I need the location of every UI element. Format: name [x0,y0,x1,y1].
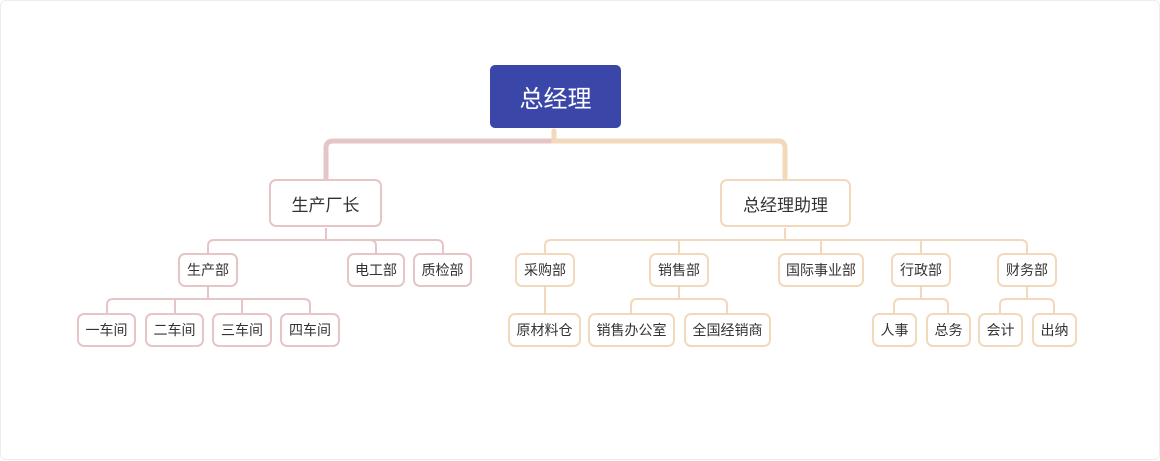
node-production-dept[interactable]: 生产部 [178,253,238,287]
node-production-director[interactable]: 生产厂长 [269,179,382,227]
node-hr[interactable]: 人事 [872,313,917,347]
connector-finance [999,286,1055,314]
connector-right-depts [544,228,1028,254]
node-gm-assistant[interactable]: 总经理助理 [720,179,851,227]
node-accounting[interactable]: 会计 [978,313,1023,347]
node-admin-dept[interactable]: 行政部 [891,253,951,287]
node-qc-dept[interactable]: 质检部 [413,253,472,287]
node-cashier[interactable]: 出纳 [1032,313,1077,347]
node-intl-dept[interactable]: 国际事业部 [778,253,864,287]
connector-workshops [106,286,311,314]
node-general-affairs[interactable]: 总务 [926,313,971,347]
node-sales-office[interactable]: 销售办公室 [588,313,675,347]
connector-root-left [323,128,557,183]
node-electrical-dept[interactable]: 电工部 [347,253,405,287]
node-workshop-4[interactable]: 四车间 [280,313,340,347]
node-national-dealers[interactable]: 全国经销商 [684,313,771,347]
node-workshop-3[interactable]: 三车间 [212,313,272,347]
node-purchasing-dept[interactable]: 采购部 [515,253,575,287]
node-finance-dept[interactable]: 财务部 [997,253,1057,287]
node-sales-dept[interactable]: 销售部 [649,253,709,287]
connector-root-right [551,128,788,183]
connector-admin [893,286,949,314]
node-workshop-2[interactable]: 二车间 [145,313,204,347]
connector-sales [630,286,728,314]
node-raw-material-warehouse[interactable]: 原材料仓 [508,313,581,347]
node-general-manager[interactable]: 总经理 [490,65,621,128]
connector-left-depts [207,228,444,254]
node-workshop-1[interactable]: 一车间 [77,313,136,347]
